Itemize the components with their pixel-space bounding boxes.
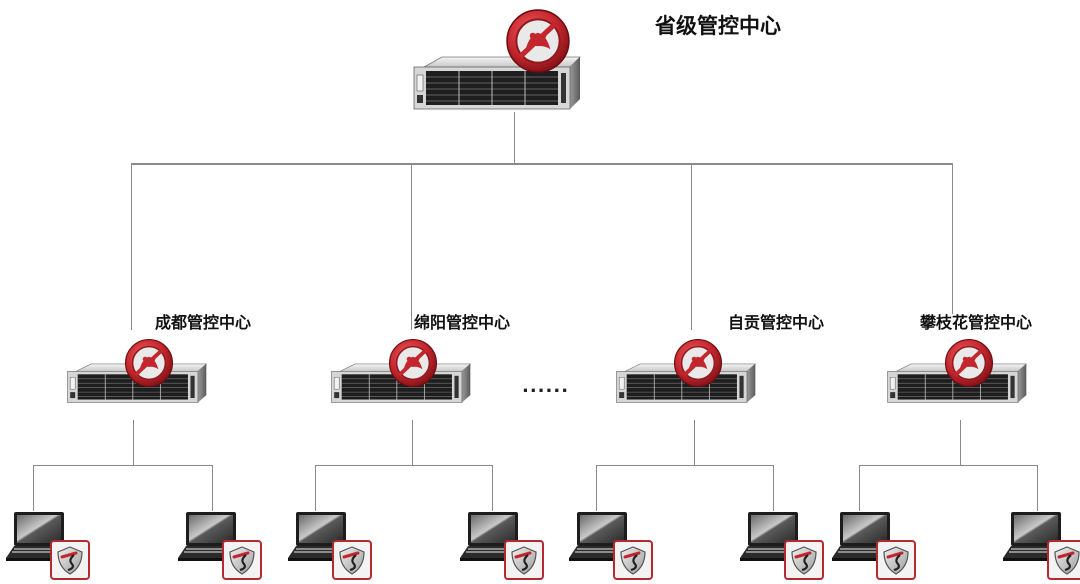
client-drop-line [33, 465, 34, 511]
client-drop-line [315, 465, 316, 511]
shield-icon [332, 540, 372, 580]
shield-icon [876, 540, 916, 580]
antivirus-badge-icon [673, 338, 723, 388]
client-shield-badge [50, 540, 90, 580]
region-antivirus-badge [388, 338, 438, 388]
client-bus-line [33, 465, 213, 466]
region-drop-line [411, 164, 412, 330]
antivirus-badge-icon [944, 338, 994, 388]
region-label: 攀枝花管控中心 [920, 313, 1033, 332]
client-stem-line [133, 420, 134, 465]
region-antivirus-badge [124, 338, 174, 388]
shield-icon [1047, 540, 1080, 580]
root-label: 省级管控中心 [655, 14, 781, 38]
region-drop-line [952, 164, 953, 314]
client-bus-line [596, 465, 774, 466]
client-shield-badge [784, 540, 824, 580]
client-drop-line [1037, 465, 1038, 511]
client-drop-line [773, 465, 774, 511]
region-drop-line [131, 164, 132, 330]
client-shield-badge [613, 540, 653, 580]
shield-icon [504, 540, 544, 580]
client-shield-badge [876, 540, 916, 580]
client-stem-line [412, 420, 413, 465]
region-drop-line [691, 164, 692, 330]
region-antivirus-badge [944, 338, 994, 388]
shield-icon [50, 540, 90, 580]
shield-icon [222, 540, 262, 580]
root-bus-line [131, 163, 953, 165]
shield-icon [613, 540, 653, 580]
client-drop-line [212, 465, 213, 511]
antivirus-badge-icon [124, 338, 174, 388]
region-label: 绵阳管控中心 [414, 313, 511, 332]
root-stem-line [514, 112, 515, 163]
client-stem-line [694, 420, 695, 465]
region-label: 成都管控中心 [155, 313, 252, 332]
region-label: 自贡管控中心 [728, 313, 825, 332]
antivirus-badge-icon [505, 8, 571, 74]
client-bus-line [859, 465, 1038, 466]
antivirus-badge-icon [388, 338, 438, 388]
client-drop-line [596, 465, 597, 511]
client-bus-line [315, 465, 493, 466]
client-shield-badge [332, 540, 372, 580]
client-shield-badge [222, 540, 262, 580]
client-shield-badge [1047, 540, 1080, 580]
client-shield-badge [504, 540, 544, 580]
client-drop-line [492, 465, 493, 511]
shield-icon [784, 540, 824, 580]
region-antivirus-badge [673, 338, 723, 388]
client-drop-line [859, 465, 860, 511]
client-stem-line [960, 420, 961, 465]
ellipsis-more-regions: ...... [522, 376, 570, 397]
root-antivirus-badge [505, 8, 571, 74]
